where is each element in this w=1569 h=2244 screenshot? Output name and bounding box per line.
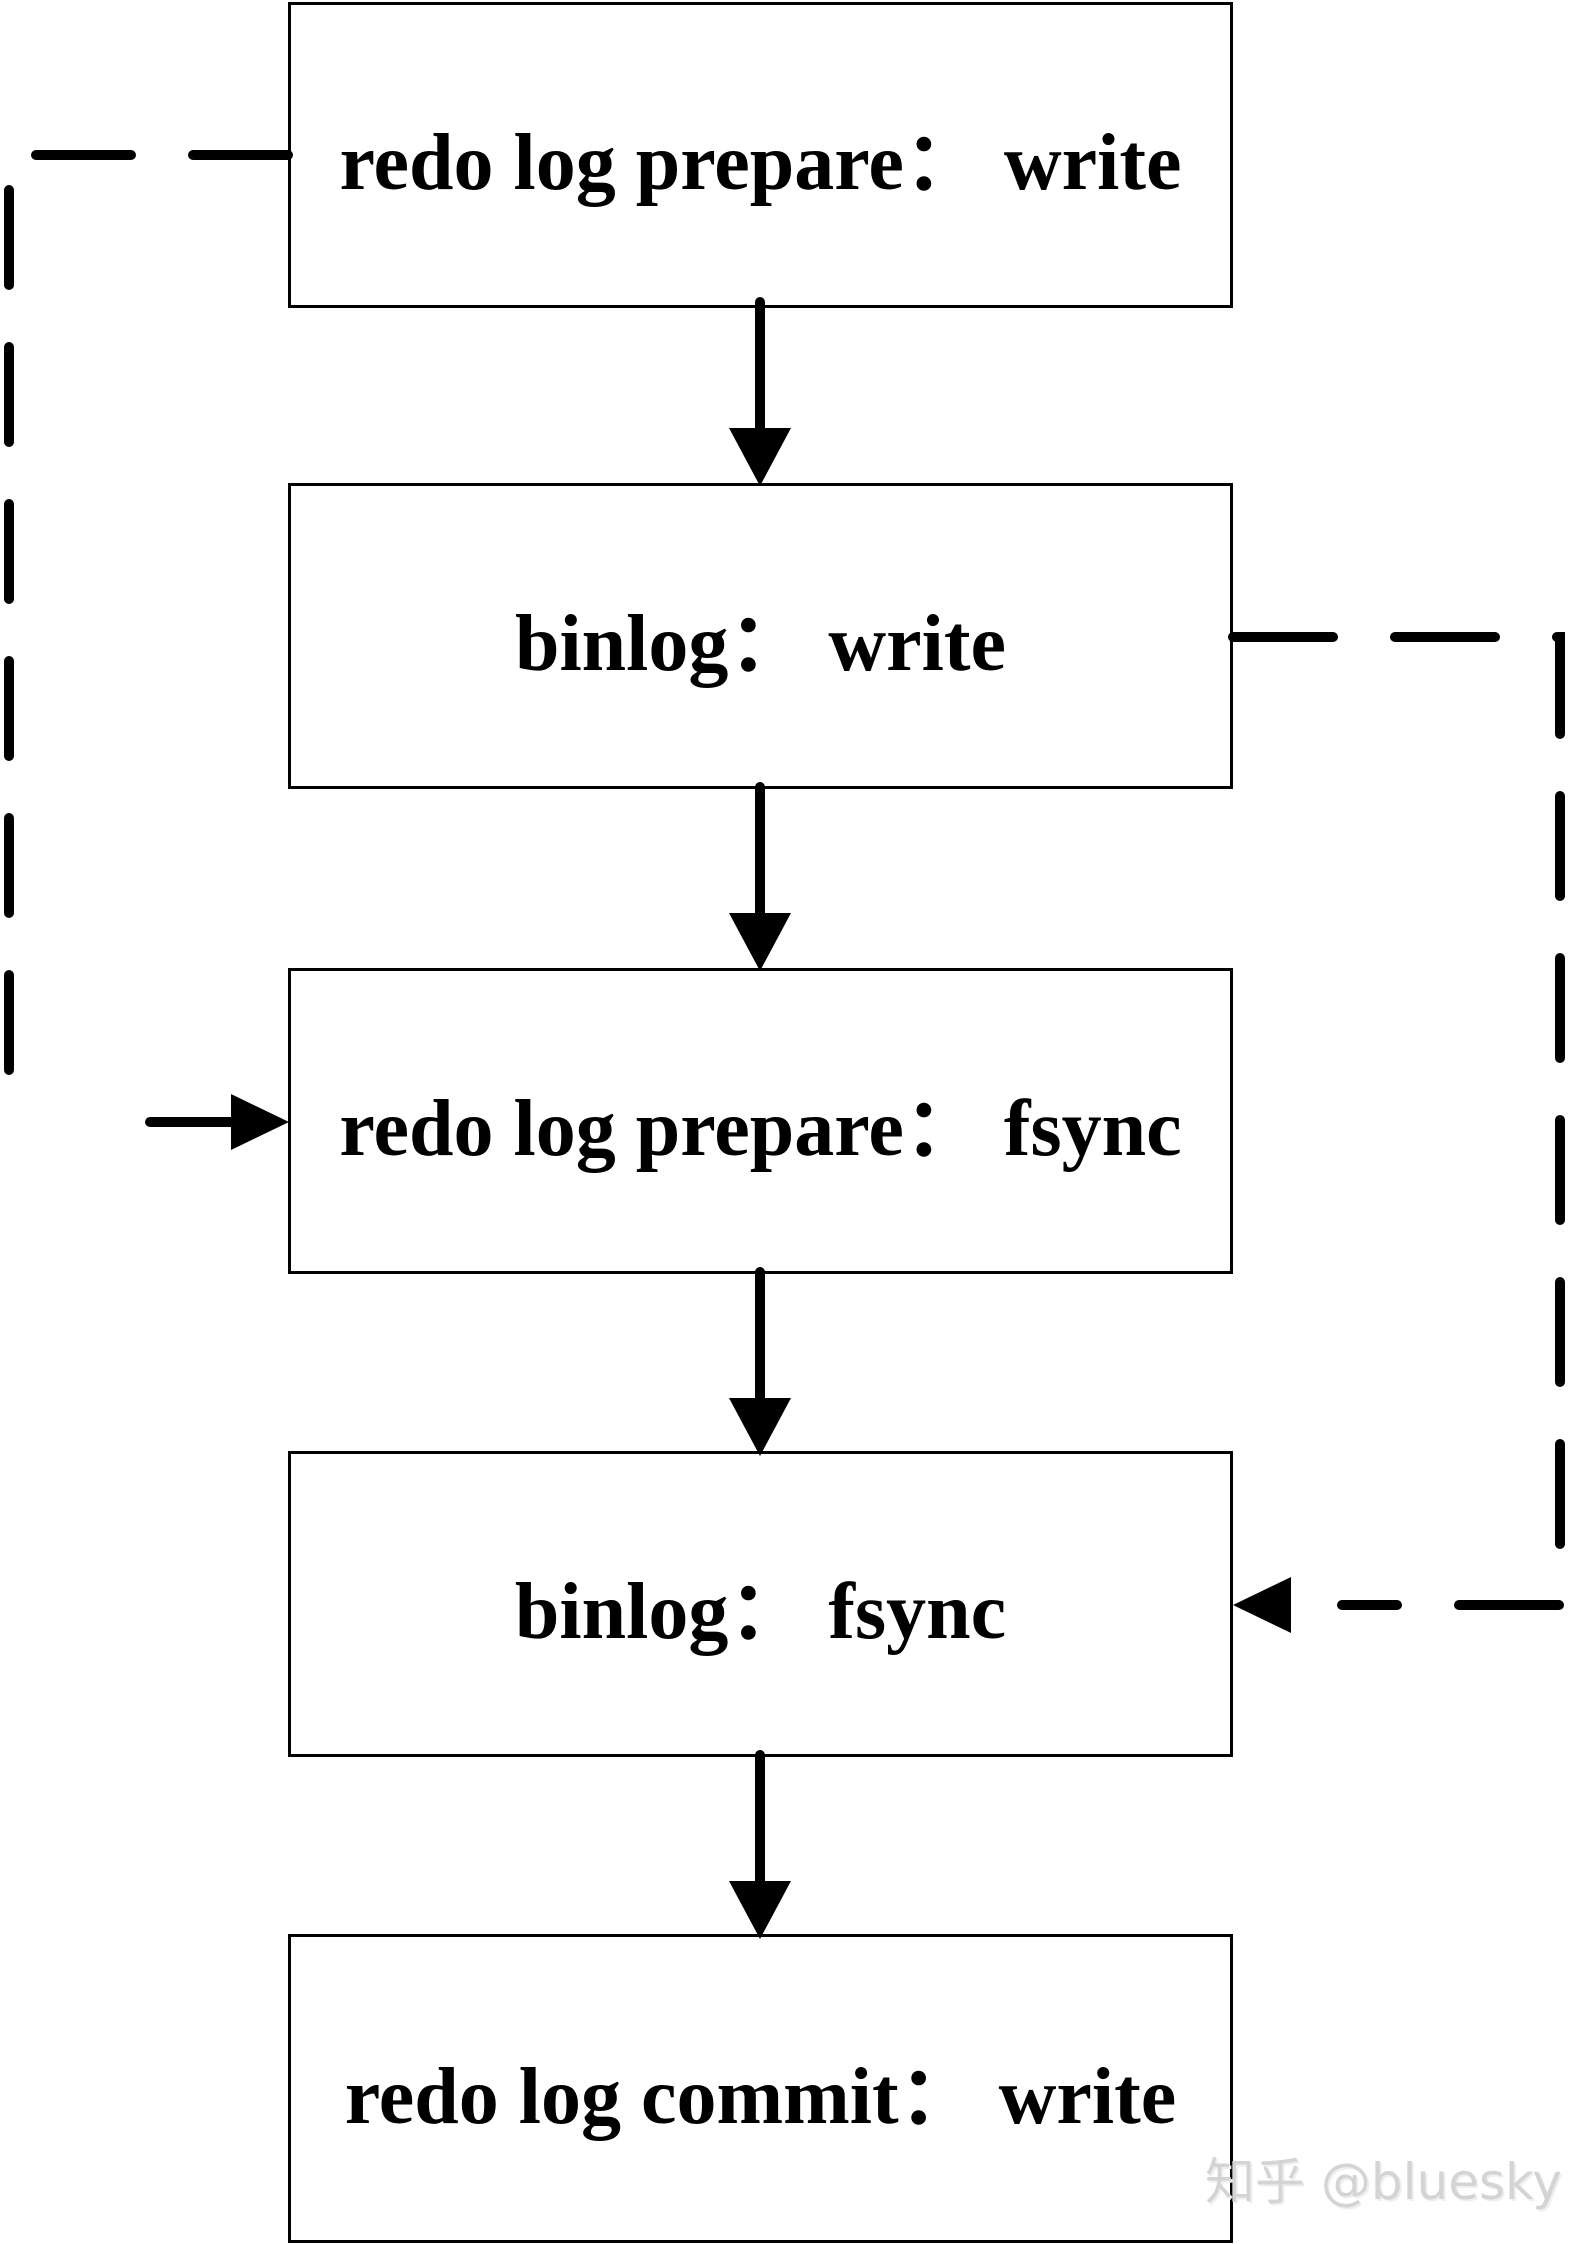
arrowhead-down-icon bbox=[729, 428, 791, 486]
box-label-binlog-write: binlog： write bbox=[514, 600, 1007, 688]
flow-box-redo-log-prepare-write: redo log prepare： write bbox=[288, 2, 1233, 308]
flow-box-redo-log-commit-write: redo log commit： write bbox=[288, 1934, 1233, 2243]
box-label-redo-log-prepare-write: redo log prepare： write bbox=[339, 119, 1182, 207]
flow-box-binlog-fsync: binlog： fsync bbox=[288, 1451, 1233, 1757]
arrowhead-down-icon bbox=[729, 1398, 791, 1456]
flow-box-redo-log-prepare-fsync: redo log prepare： fsync bbox=[288, 968, 1233, 1274]
dashed-connector-left bbox=[4, 150, 293, 1150]
arrowhead-right-icon bbox=[231, 1094, 289, 1150]
box-label-redo-log-prepare-fsync: redo log prepare： fsync bbox=[339, 1085, 1182, 1173]
watermark: 知乎 @bluesky bbox=[1205, 2153, 1562, 2211]
arrowhead-left-icon bbox=[1233, 1577, 1291, 1633]
box-label-binlog-fsync: binlog： fsync bbox=[514, 1568, 1007, 1656]
solid-arrow-3 bbox=[729, 1267, 791, 1456]
solid-arrow-1 bbox=[729, 297, 791, 486]
solid-arrow-4 bbox=[729, 1750, 791, 1939]
dashed-connector-right bbox=[1228, 632, 1565, 1633]
arrowhead-down-icon bbox=[729, 913, 791, 971]
flow-box-binlog-write: binlog： write bbox=[288, 483, 1233, 789]
solid-arrow-2 bbox=[729, 782, 791, 971]
arrowhead-down-icon bbox=[729, 1881, 791, 1939]
box-label-redo-log-commit-write: redo log commit： write bbox=[344, 2052, 1177, 2141]
